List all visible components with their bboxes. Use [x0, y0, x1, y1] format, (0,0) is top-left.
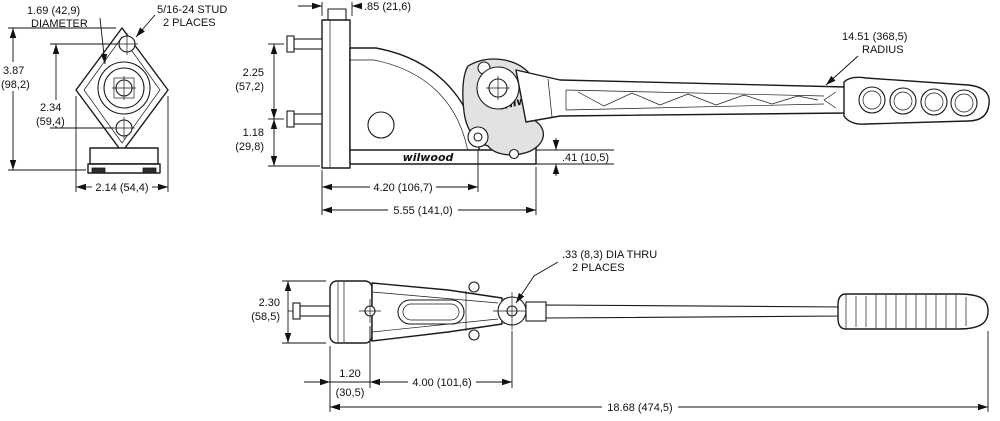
- finger-hole-4-rim: [954, 93, 974, 113]
- diameter-note-line2: DIAMETER: [31, 18, 88, 30]
- callout-stud: 5/16-24 STUD 2 PLACES: [135, 4, 227, 38]
- lever-arm: [515, 69, 847, 123]
- upper-stud-height-mm: (57,2): [235, 81, 264, 93]
- upper-stud-height-in: 2.25: [243, 67, 264, 79]
- dim-pivot-distance: 4.20 (106,7): [321, 150, 479, 215]
- handle-radius-line1: 14.51 (368,5): [842, 31, 907, 43]
- gusset-body: [349, 47, 480, 153]
- upper-stud: [293, 38, 323, 50]
- grip-side: [843, 76, 990, 125]
- finger-hole-2-rim: [893, 91, 913, 111]
- base-step-label: .41 (10,5): [562, 152, 609, 164]
- truss-diagonals: [577, 91, 819, 107]
- lower-stud-height-mm: (29,8): [235, 141, 264, 153]
- finger-hole-3-rim: [924, 92, 944, 112]
- width-label: 2.14 (54,4): [95, 182, 148, 194]
- front-view: 1.69 (42,9) DIAMETER 5/16-24 STUD 2 PLAC…: [0, 4, 227, 194]
- dim-base-length: 5.55 (141,0): [322, 167, 537, 217]
- lower-stud-cap: [286, 110, 295, 128]
- bracket-plate: [321, 19, 351, 169]
- rod-coupler: [525, 301, 547, 322]
- stud-note-line1: 5/16-24 STUD: [157, 4, 227, 16]
- diameter-note-line1: 1.69 (42,9): [27, 5, 80, 17]
- truss-bottom-chord: [565, 103, 825, 111]
- hole-note-line1: .33 (8,3) DIA THRU: [562, 249, 657, 261]
- stud-spacing-mm: (59,4): [36, 116, 65, 128]
- mount-offset-mm: (30,5): [336, 387, 365, 399]
- arm-chevron: [823, 91, 837, 109]
- plan-stud-cap: [292, 302, 301, 320]
- base-flange: [87, 163, 161, 174]
- brand-logo-base: wilwood: [403, 151, 454, 164]
- hole-note-line2: 2 PLACES: [572, 262, 625, 274]
- plan-grip: [837, 293, 989, 330]
- mount-plate-inner-edge: [83, 36, 161, 144]
- plan-view-part: [292, 280, 989, 344]
- callout-thru-hole: .33 (8,3) DIA THRU 2 PLACES: [515, 249, 657, 304]
- dim-stud-spacing: 2.34 (59,4): [34, 43, 117, 129]
- base-foot-right: [142, 167, 157, 174]
- base-length-label: 5.55 (141,0): [393, 205, 452, 217]
- pivot-distance-label: 4.20 (106,7): [373, 182, 432, 194]
- plan-view: 2.30 (58,5) .33 (8,3) DIA THRU 2 PLACES …: [251, 249, 989, 414]
- overall-height-mm: (98,2): [1, 79, 30, 91]
- dim-mount-offset-and-hole-spacing: 1.20 (30,5) 4.00 (101,6): [304, 326, 513, 412]
- side-view: wilwood wilwood: [235, 1, 990, 217]
- stud-note-line2: 2 PLACES: [163, 17, 216, 29]
- body-slot: [397, 299, 465, 325]
- dim-overall-height: 3.87 (98,2): [0, 27, 116, 171]
- body-slot-inner: [402, 303, 460, 321]
- lower-pivot-hole: [473, 132, 483, 142]
- dim-plate-thickness: .85 (21,6): [298, 1, 411, 16]
- callout-radius: 14.51 (368,5) RADIUS: [825, 31, 907, 86]
- dim-overall-length: 18.68 (474,5): [330, 331, 989, 414]
- lower-stud-height-in: 1.18: [243, 127, 264, 139]
- base-block: [89, 147, 159, 165]
- callout-diameter: 1.69 (42,9) DIAMETER: [27, 5, 108, 65]
- body-inner-bottom: [371, 318, 499, 333]
- dim-width: 2.14 (54,4): [75, 96, 169, 194]
- dim-base-step: .41 (10,5): [536, 138, 614, 176]
- body-width-in: 2.30: [259, 297, 280, 309]
- side-view-part: wilwood wilwood: [286, 8, 990, 169]
- truss-top-chord: [565, 89, 825, 97]
- front-view-part: [75, 27, 169, 174]
- body-width-mm: (58,5): [251, 311, 280, 323]
- dim-upper-stud-height: 2.25 (57,2): [235, 43, 284, 120]
- mount-offset-in: 1.20: [339, 368, 360, 380]
- dim-lower-stud-height: 1.18 (29,8): [235, 119, 320, 167]
- grip-knurl-lines: [855, 295, 967, 328]
- finger-hole-1-rim: [862, 90, 882, 110]
- bracket-top-tab: [327, 8, 347, 21]
- handle-radius-line2: RADIUS: [862, 44, 904, 56]
- stud-spacing-in: 2.34: [40, 102, 61, 114]
- base-foot-left: [91, 167, 106, 174]
- dim-body-width: 2.30 (58,5): [251, 280, 326, 344]
- plan-body: [371, 282, 503, 342]
- base-pin: [508, 148, 520, 160]
- overall-height-in: 3.87: [3, 65, 24, 77]
- arm-boss-edge: [547, 78, 553, 118]
- hole-spacing-label: 4.00 (101,6): [412, 377, 471, 389]
- plate-thickness-label: .85 (21,6): [364, 1, 411, 13]
- plan-stud: [299, 305, 331, 317]
- body-inner-top: [371, 291, 499, 304]
- gusset-hole: [367, 111, 395, 139]
- overall-length-label: 18.68 (474,5): [607, 402, 672, 414]
- clamp-bolt-top: [468, 281, 480, 293]
- lower-stud: [293, 113, 323, 125]
- clamp-bolt-bottom: [468, 329, 480, 341]
- handle-rod: [545, 304, 843, 319]
- upper-stud-cap: [286, 35, 295, 53]
- gusset-inner-edge: [350, 59, 469, 153]
